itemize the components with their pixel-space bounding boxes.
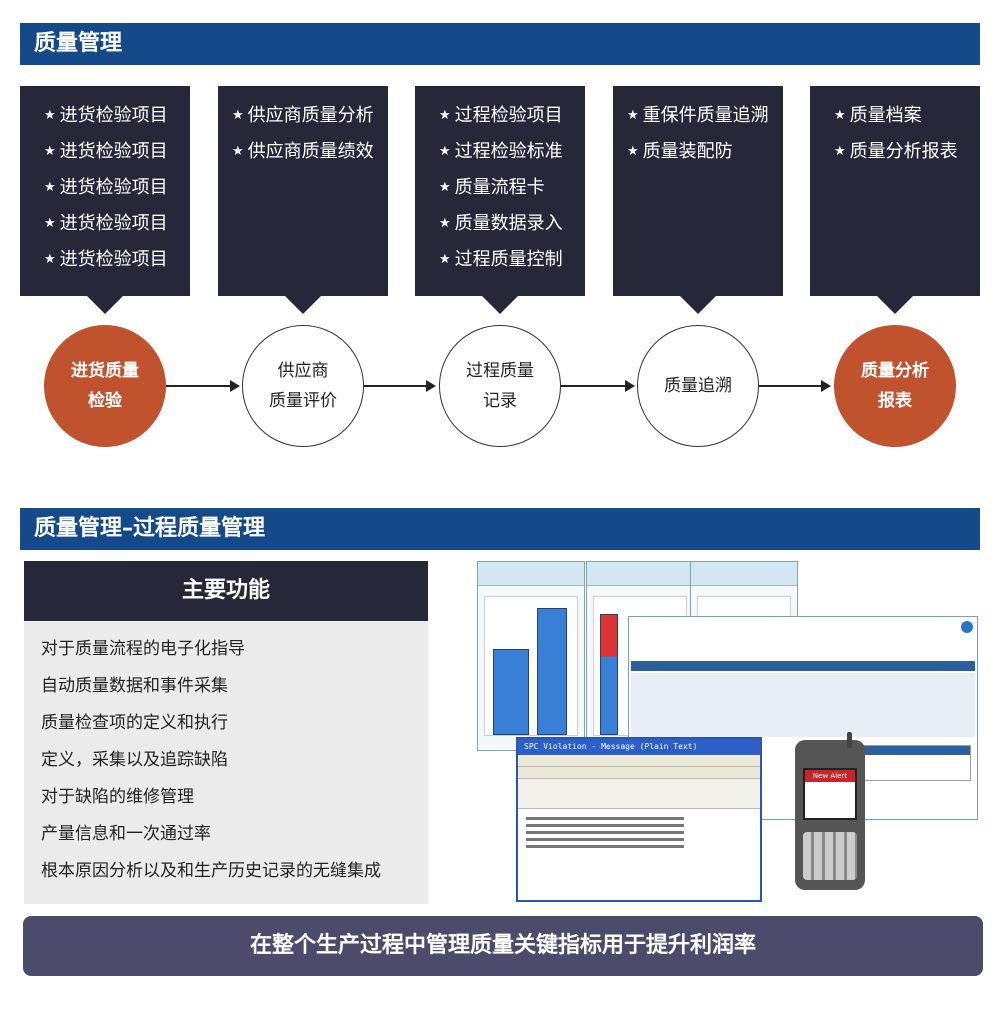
email-menu-bar[interactable] (518, 755, 760, 767)
window-toolbar (587, 562, 693, 586)
flow-arrow (364, 380, 436, 392)
flow-arrow (166, 380, 240, 392)
form-grid (849, 745, 971, 781)
window-toolbar (478, 562, 584, 586)
chart-bar (600, 613, 618, 735)
step-label-line1: 质量追溯 (664, 376, 732, 396)
feature-item: 进货检验项目 (44, 246, 190, 282)
email-body-line (526, 817, 685, 820)
feature-item: 质量流程卡 (439, 174, 585, 210)
email-toolbar[interactable] (518, 767, 760, 779)
form-body (631, 673, 975, 737)
feature-box-incoming-inspection: 进货检验项目 进货检验项目 进货检验项目 进货检验项目 进货检验项目 (20, 86, 190, 314)
flow-arrow (561, 380, 635, 392)
step-incoming-inspection: 进货质量检验 (44, 325, 166, 447)
function-item: 根本原因分析以及和生产历史记录的无缝集成 (41, 861, 381, 881)
email-message-window: SPC Violation - Message (Plain Text) (516, 737, 762, 902)
feature-item: 重保件质量追溯 (627, 102, 783, 138)
mobile-device-image: New Alert (795, 732, 865, 890)
feature-item: 质量档案 (834, 102, 980, 138)
window-toolbar (691, 562, 797, 586)
function-item: 对于质量流程的电子化指导 (41, 639, 245, 659)
feature-item: 质量分析报表 (834, 138, 980, 174)
function-item: 产量信息和一次通过率 (41, 824, 211, 844)
form-header (629, 617, 977, 635)
feature-item: 过程检验标准 (439, 138, 585, 174)
section-title-process-quality: 质量管理–过程质量管理 (20, 508, 980, 550)
feature-box-supplier-evaluation: 供应商质量分析 供应商质量绩效 (218, 86, 388, 314)
step-quality-traceability: 质量追溯 (637, 325, 759, 447)
step-label-line1: 质量分析 (861, 361, 929, 381)
feature-item: 进货检验项目 (44, 174, 190, 210)
report-chart-window (477, 561, 585, 751)
phone-screen: New Alert (803, 768, 857, 820)
section-title-quality-management: 质量管理 (20, 23, 980, 65)
function-item: 对于缺陷的维修管理 (41, 787, 194, 807)
email-body-line (526, 831, 685, 834)
step-process-quality-record: 过程质量记录 (439, 325, 561, 447)
form-tabs[interactable] (631, 661, 975, 671)
chart-bar (537, 608, 567, 735)
feature-item: 质量数据录入 (439, 210, 585, 246)
chart-plot-area (484, 596, 578, 736)
phone-alert-banner: New Alert (805, 770, 855, 782)
function-item: 质量检查项的定义和执行 (41, 713, 228, 733)
email-headers (518, 779, 760, 809)
step-label-line1: 进货质量 (71, 361, 139, 381)
phone-antenna (847, 732, 852, 748)
feature-box-quality-reports: 质量档案 质量分析报表 (810, 86, 980, 314)
feature-item: 进货检验项目 (44, 138, 190, 174)
step-quality-analysis-report: 质量分析报表 (834, 325, 956, 447)
email-window-title: SPC Violation - Message (Plain Text) (518, 739, 760, 755)
flow-arrow (759, 380, 831, 392)
help-icon[interactable] (961, 621, 973, 633)
main-functions-list: 对于质量流程的电子化指导 自动质量数据和事件采集 质量检查项的定义和执行 定义，… (24, 621, 428, 904)
chart-bar (493, 649, 529, 735)
grid-header (850, 746, 970, 755)
step-label-line2: 记录 (483, 391, 517, 411)
feature-item: 供应商质量绩效 (232, 138, 388, 174)
phone-keypad (803, 832, 857, 880)
email-body-line (526, 838, 685, 841)
feature-item: 供应商质量分析 (232, 102, 388, 138)
function-item: 定义，采集以及追踪缺陷 (41, 750, 228, 770)
step-label-line2: 质量评价 (269, 391, 337, 411)
feature-item: 过程检验项目 (439, 102, 585, 138)
footer-banner: 在整个生产过程中管理质量关键指标用于提升利润率 (23, 916, 983, 976)
email-body-line (526, 824, 685, 827)
email-body-line (526, 845, 685, 848)
email-body (518, 809, 760, 856)
function-item: 自动质量数据和事件采集 (41, 676, 228, 696)
feature-item: 过程质量控制 (439, 246, 585, 282)
step-supplier-evaluation: 供应商质量评价 (242, 325, 364, 447)
step-label-line2: 检验 (88, 391, 122, 411)
feature-box-process-quality: 过程检验项目 过程检验标准 质量流程卡 质量数据录入 过程质量控制 (415, 86, 585, 314)
feature-item: 质量装配防 (627, 138, 783, 174)
step-label-line1: 供应商 (277, 361, 329, 381)
main-functions-heading: 主要功能 (24, 561, 428, 621)
step-label-line2: 报表 (878, 391, 912, 411)
feature-box-quality-traceability: 重保件质量追溯 质量装配防 (613, 86, 783, 314)
feature-item: 进货检验项目 (44, 102, 190, 138)
feature-item: 进货检验项目 (44, 210, 190, 246)
step-label-line1: 过程质量 (466, 361, 534, 381)
